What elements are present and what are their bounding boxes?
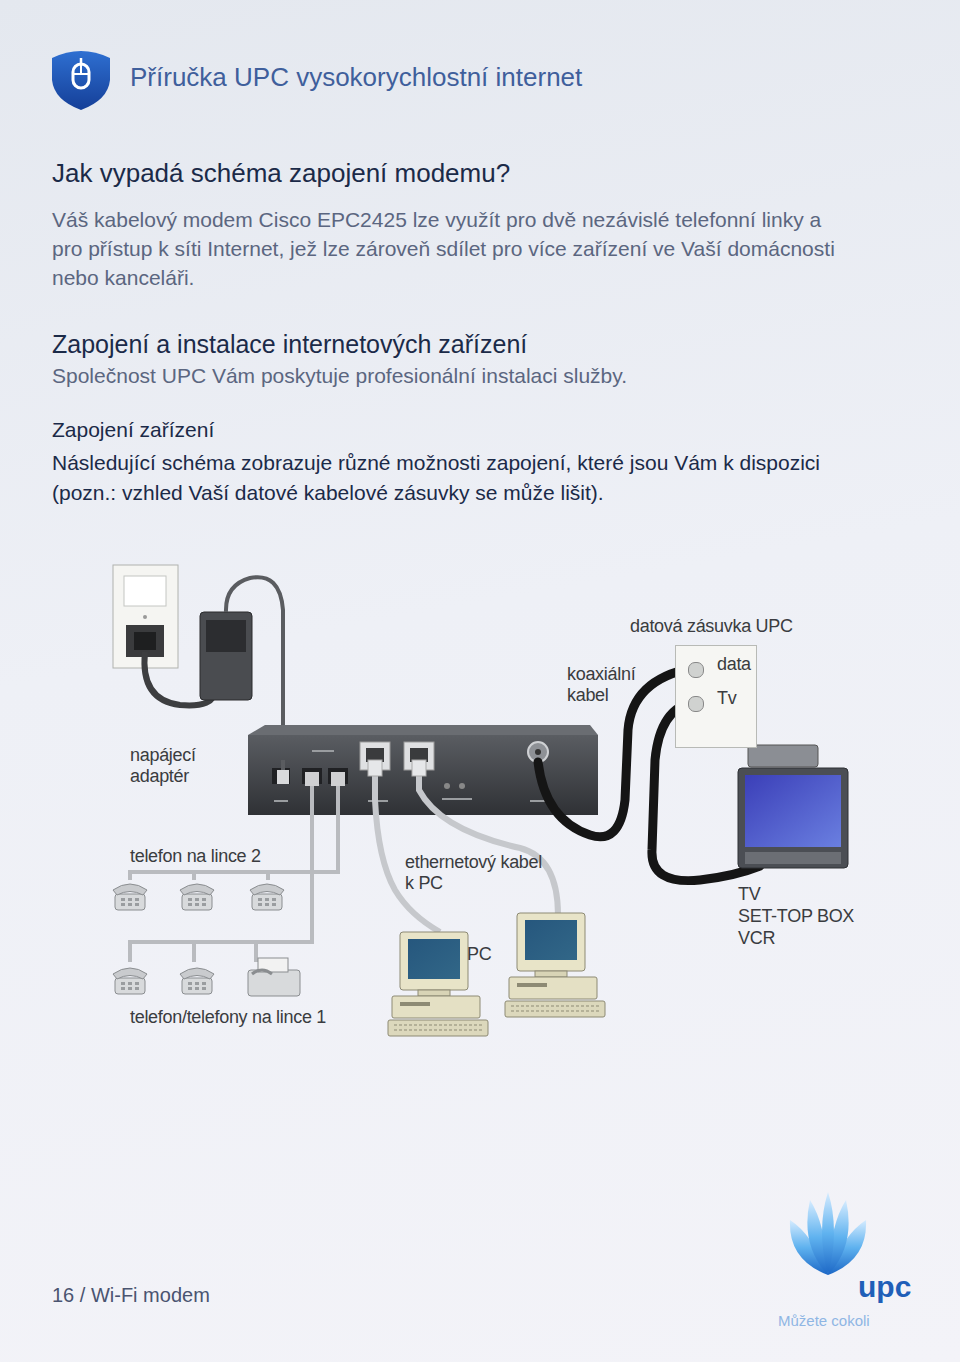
coax-port: [688, 662, 704, 678]
section-text: Společnost UPC Vám poskytuje profesionál…: [52, 364, 627, 388]
diagram-label: telefon/telefony na lince 1: [130, 1007, 326, 1028]
subheading: Zapojení zařízení: [52, 418, 214, 442]
wall-socket: datová zásuvka UPCdataTv: [675, 645, 757, 748]
coax-port: [688, 696, 704, 712]
page-title: Jak vypadá schéma zapojení modemu?: [52, 158, 510, 189]
diagram-label: TV: [738, 884, 760, 905]
socket-title: datová zásuvka UPC: [630, 616, 793, 637]
page-footer: 16 / Wi-Fi modem: [52, 1284, 210, 1307]
port-label: data: [717, 654, 751, 675]
instruction-paragraph: Následující schéma zobrazuje různé možno…: [52, 448, 852, 508]
port-label: Tv: [717, 688, 736, 709]
diagram-label: VCR: [738, 928, 775, 949]
brand-slogan: Můžete cokoli: [778, 1312, 870, 1329]
running-header: Příručka UPC vysokorychlostní internet: [130, 62, 582, 93]
diagram-label: SET-TOP BOX: [738, 906, 854, 927]
diagram-label: PC: [467, 944, 491, 965]
diagram-label: koaxiální kabel: [567, 664, 647, 706]
brand-name: upc: [858, 1270, 911, 1304]
diagram-label: telefon na lince 2: [130, 846, 261, 867]
section-heading: Zapojení a instalace internetových zaříz…: [52, 330, 527, 359]
diagram-label: napájecí adaptér: [130, 745, 220, 787]
intro-paragraph: Váš kabelový modem Cisco EPC2425 lze vyu…: [52, 205, 852, 292]
diagram-label: ethernetový kabel k PC: [405, 852, 550, 894]
